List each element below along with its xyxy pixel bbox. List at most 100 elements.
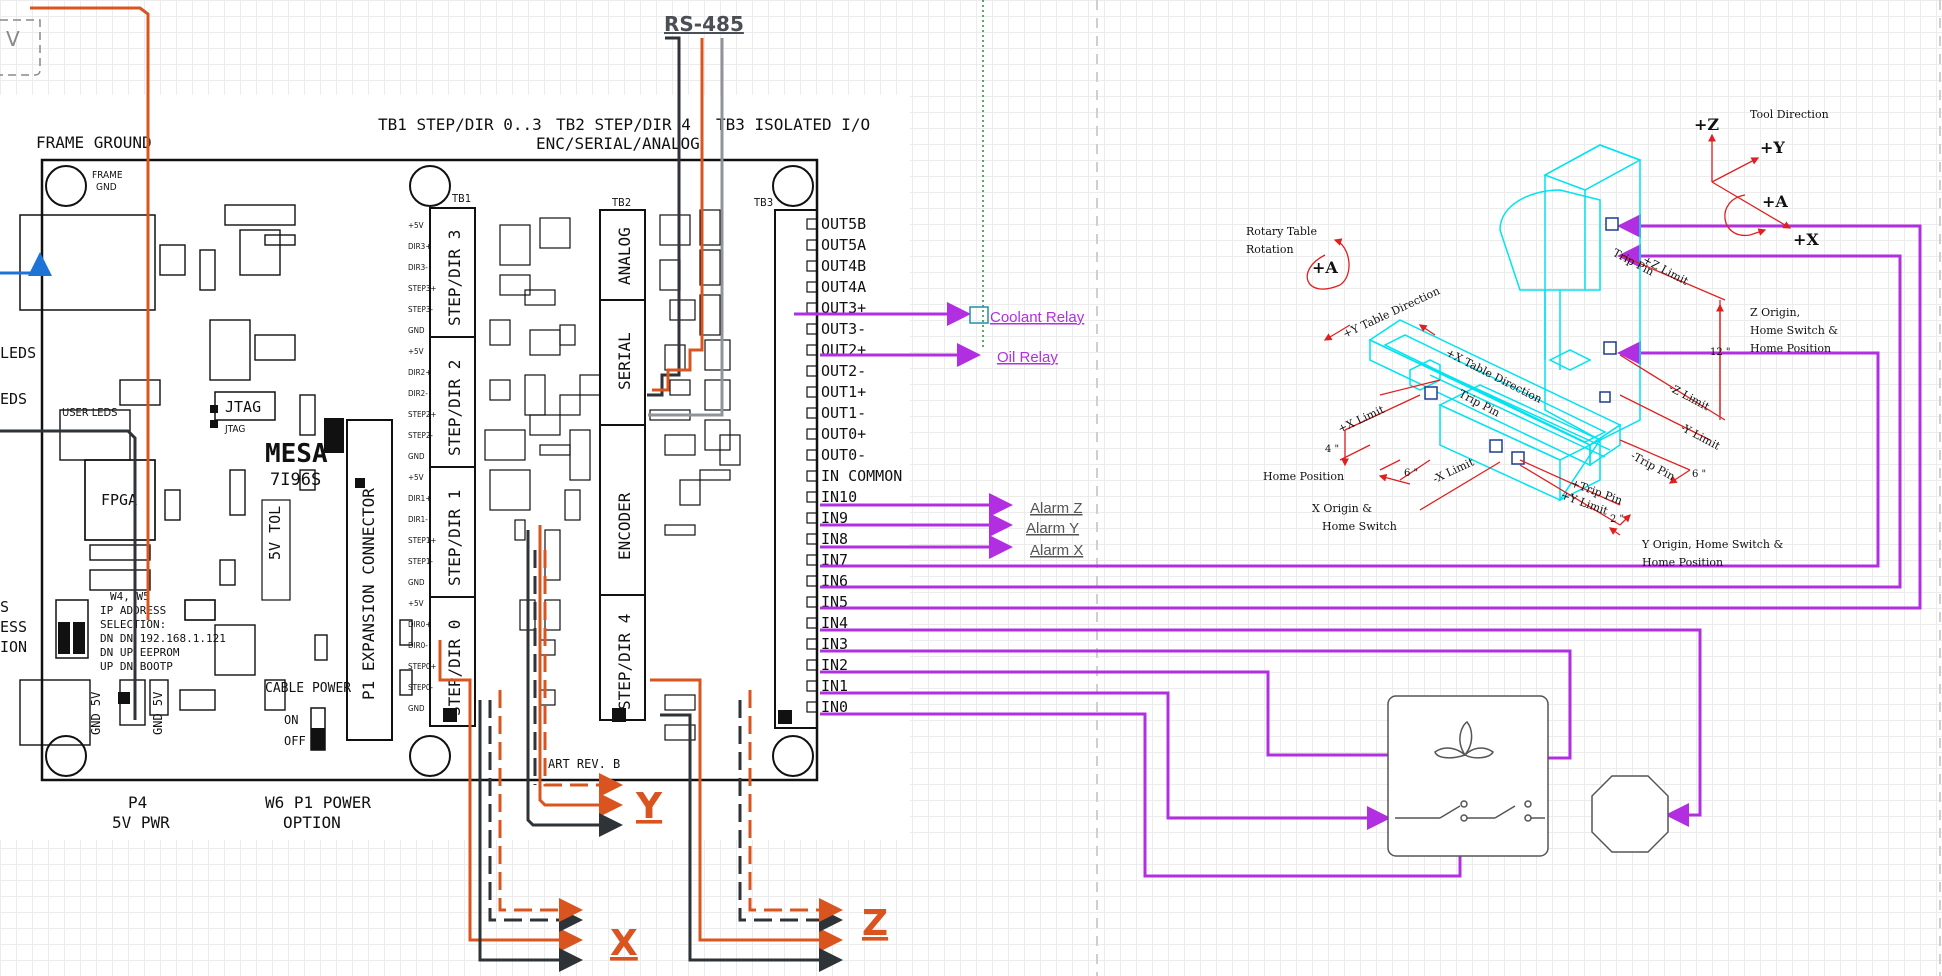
coolant-relay-link[interactable]: Coolant Relay (990, 309, 1085, 326)
rs485-label: RS-485 (664, 12, 744, 36)
frame-gnd-text-2: GND (96, 182, 117, 193)
tb3-header: TB3 ISOLATED I/O (716, 115, 870, 134)
tb3-terminal (806, 386, 818, 398)
left-cut-s: S (0, 598, 9, 616)
mount-hole-mt (409, 165, 451, 207)
four-in: 4 " (1325, 444, 1339, 455)
axis-plus-a: +A (1762, 192, 1788, 211)
tb3-output-label: IN8 (821, 530, 848, 548)
tb3-output-label: IN3 (821, 635, 848, 653)
art-rev: ART REV. B (548, 757, 620, 771)
tb3-output-label: OUT0- (821, 446, 866, 464)
tb3-terminal (806, 659, 818, 671)
tb3-output-label: OUT1- (821, 404, 866, 422)
cable-off: OFF (284, 734, 306, 748)
left-cut-v: V (6, 27, 20, 51)
tb1-pin-label: +5V (408, 473, 424, 482)
tool-direction: Tool Direction (1750, 108, 1829, 121)
tb1-pin-label: DIR0+ (408, 620, 431, 629)
two-in: 2 " (1610, 514, 1624, 525)
p4-label: P4 (128, 793, 147, 812)
tb3-output-label: OUT4A (821, 278, 866, 296)
switch-icon (1395, 800, 1545, 822)
octagon-sensor (1591, 775, 1669, 853)
tb1-pin-label: GND (408, 578, 425, 587)
coolant-relay-box (969, 306, 989, 324)
ip-line-0: W4, W5 (110, 590, 150, 603)
tb3-terminal (806, 470, 818, 482)
tb3-terminal (806, 638, 818, 650)
tb1-section-1: STEP/DIR 2 (445, 360, 464, 456)
tb2-bottom-pin (612, 708, 626, 722)
tb3-terminal (806, 323, 818, 335)
tb3-output-label: IN9 (821, 509, 848, 527)
tb1-pin-labels: +5VDIR3+DIR3-STEP3+STEP3-GND+5VDIR2+DIR2… (408, 221, 436, 713)
tb1-section-3: STEP/DIR 0 (445, 620, 464, 716)
tb3-terminal (806, 701, 818, 713)
tb3-output-label: IN4 (821, 614, 848, 632)
mount-hole-bl (45, 735, 87, 777)
tb3-terminal (806, 512, 818, 524)
tb3-terminal (806, 575, 818, 587)
tb3-output-label: OUT0+ (821, 425, 866, 443)
tb3-output-label: OUT3- (821, 320, 866, 338)
tb3-output-label: IN0 (821, 698, 848, 716)
p1-label: P1 EXPANSION CONNECTOR (359, 488, 378, 700)
ip-line-4: DN UP EEPROM (100, 646, 180, 659)
cable-switch-knob (311, 728, 325, 750)
tb1-pin-label: STEP1- (408, 557, 433, 566)
tb2-header-a: TB2 STEP/DIR 4 (556, 115, 691, 134)
dark-wire-left (0, 429, 137, 720)
oil-relay-link[interactable]: Oil Relay (997, 349, 1058, 366)
mount-hole-br (772, 735, 814, 777)
six-in-b: 6 " (1692, 469, 1706, 480)
jtag-pin2 (210, 420, 218, 428)
tb2-label: TB2 (611, 196, 631, 209)
tb3-terminal (806, 617, 818, 629)
tb3-terminal (806, 260, 818, 272)
tb2-section-0: ANALOG (615, 227, 634, 285)
tb3-terminal (806, 344, 818, 356)
tb1-pin-label: STEP0+ (408, 662, 436, 671)
ip-line-2: SELECTION: (100, 618, 166, 631)
tol-box (261, 499, 291, 601)
frame-ground-label: FRAME GROUND (36, 133, 152, 152)
tb1-pin-label: GND (408, 452, 425, 461)
alarm-y-link[interactable]: Alarm Y (1026, 520, 1079, 537)
fpga-label: FPGA (101, 491, 137, 509)
cable-power-label: CABLE POWER (265, 681, 351, 696)
tb3-terminal (806, 533, 818, 545)
jtag-label: JTAG (225, 398, 261, 416)
spindle-control-box (1387, 695, 1549, 857)
tb1-pin-label: DIR3+ (408, 242, 431, 251)
tb1-pin-label: DIR1- (408, 515, 428, 524)
home-position: Home Position (1263, 470, 1344, 483)
tb1-section-0: STEP/DIR 3 (445, 230, 464, 326)
tb1-pin-label: STEP2- (408, 431, 433, 440)
tb1-pin-label: DIR0- (408, 641, 428, 650)
tb3-output-label: OUT5A (821, 236, 866, 254)
tb3-terminal (806, 680, 818, 692)
axis-x-label: X (610, 923, 638, 964)
ip-line-1: IP ADDRESS (100, 604, 166, 617)
tb3-terminal (806, 281, 818, 293)
p4-sub: 5V PWR (112, 813, 170, 832)
red-axes (1306, 133, 1792, 536)
fan-icon (1434, 721, 1494, 759)
tb3-output-labels: OUT5BOUT5AOUT4BOUT4AOUT3+OUT3-OUT2+OUT2-… (806, 215, 902, 716)
ip-dip-a (58, 622, 70, 654)
p1-notch (324, 418, 344, 453)
limit-switches (1424, 217, 1619, 465)
tb3-terminal (806, 239, 818, 251)
tb1-pin-label: STEP0- (408, 683, 433, 692)
w6-label: W6 P1 POWER (265, 793, 371, 812)
alarm-z-link[interactable]: Alarm Z (1030, 500, 1083, 517)
z-origin-1: Z Origin, (1750, 306, 1800, 319)
alarm-x-link[interactable]: Alarm X (1030, 542, 1083, 559)
tb1-pin-label: +5V (408, 221, 424, 230)
axis-z-label: Z (862, 903, 888, 944)
user-leds-label: USER LEDS (62, 406, 117, 419)
tb3-terminal (806, 449, 818, 461)
frame-gnd-box (19, 214, 156, 311)
w6-sub: OPTION (283, 813, 341, 832)
